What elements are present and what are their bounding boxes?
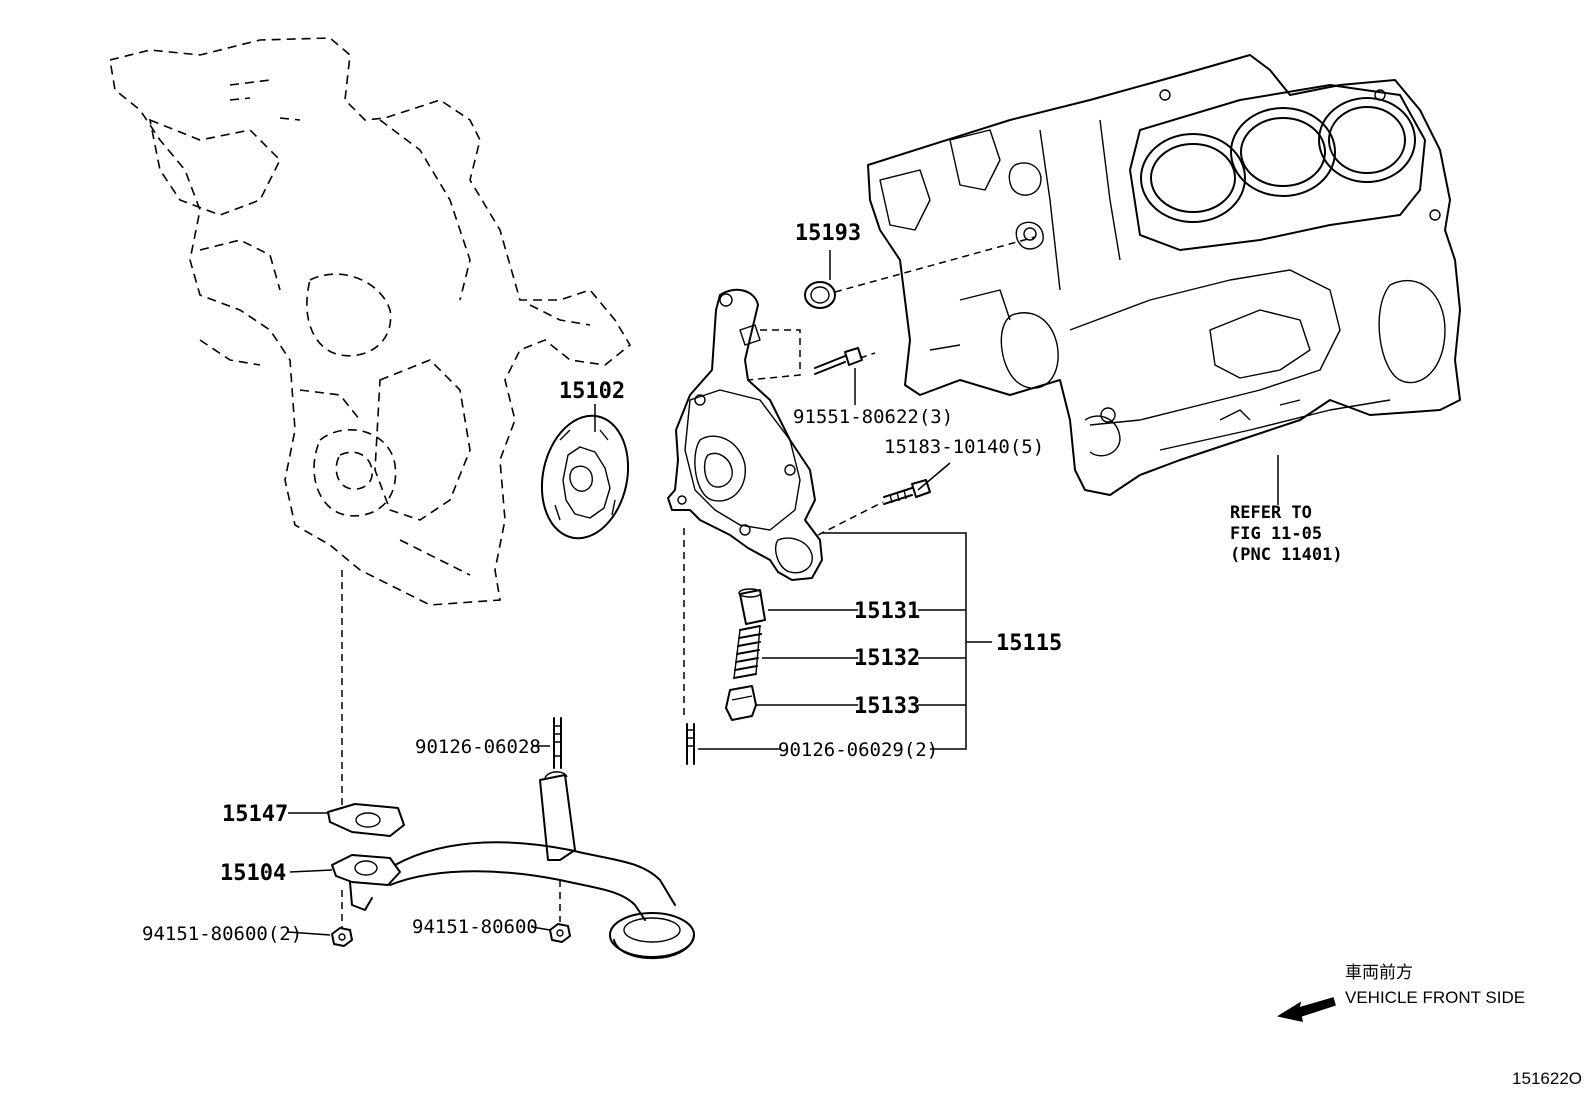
oil-pump-rotor [540, 414, 630, 540]
nut-94151-single [549, 923, 571, 943]
timing-cover-phantom [109, 37, 632, 606]
oil-pump-body [667, 288, 823, 581]
label-90126-06029: 90126-06029(2) [778, 739, 938, 761]
label-94151-pair: 94151-80600(2) [142, 923, 302, 945]
stud-90126-06028 [553, 717, 562, 769]
direction-japanese: 車両前方 [1345, 963, 1413, 982]
label-15133: 15133 [854, 694, 920, 719]
relief-valve [738, 588, 766, 625]
label-15183: 15183-10140(5) [884, 436, 1044, 458]
bolt-15183 [883, 479, 931, 505]
leader-lines [287, 250, 1279, 936]
stud-90126-06029 [686, 723, 695, 765]
strainer-gasket [327, 803, 405, 837]
refer-note-line2: FIG 11-05 [1230, 524, 1322, 544]
label-15132: 15132 [854, 646, 920, 671]
label-15193: 15193 [795, 221, 861, 246]
assembly-lines [341, 236, 1036, 928]
label-15131: 15131 [854, 599, 920, 624]
label-91551: 91551-80622(3) [793, 406, 953, 428]
bolt-91551 [814, 347, 863, 375]
label-94151-single: 94151-80600 [412, 916, 538, 938]
illustration-code: 151622O [1512, 1069, 1582, 1088]
o-ring [804, 281, 836, 309]
cylinder-block [867, 54, 1461, 496]
label-90126-06028: 90126-06028 [415, 736, 541, 758]
relief-plug [725, 685, 757, 721]
direction-english: VEHICLE FRONT SIDE [1345, 988, 1525, 1007]
label-15147: 15147 [222, 802, 288, 827]
label-15104: 15104 [220, 861, 286, 886]
refer-note-line3: (PNC 11401) [1230, 545, 1343, 565]
refer-note-line1: REFER TO [1230, 503, 1312, 523]
vehicle-front-indicator: 車両前方 VEHICLE FRONT SIDE [1277, 963, 1525, 1022]
oil-strainer [331, 771, 695, 960]
front-arrow-icon [1277, 997, 1336, 1022]
relief-spring [733, 625, 762, 679]
label-15102: 15102 [559, 379, 625, 404]
nut-94151-pair [331, 927, 353, 947]
label-15115: 15115 [996, 631, 1062, 656]
